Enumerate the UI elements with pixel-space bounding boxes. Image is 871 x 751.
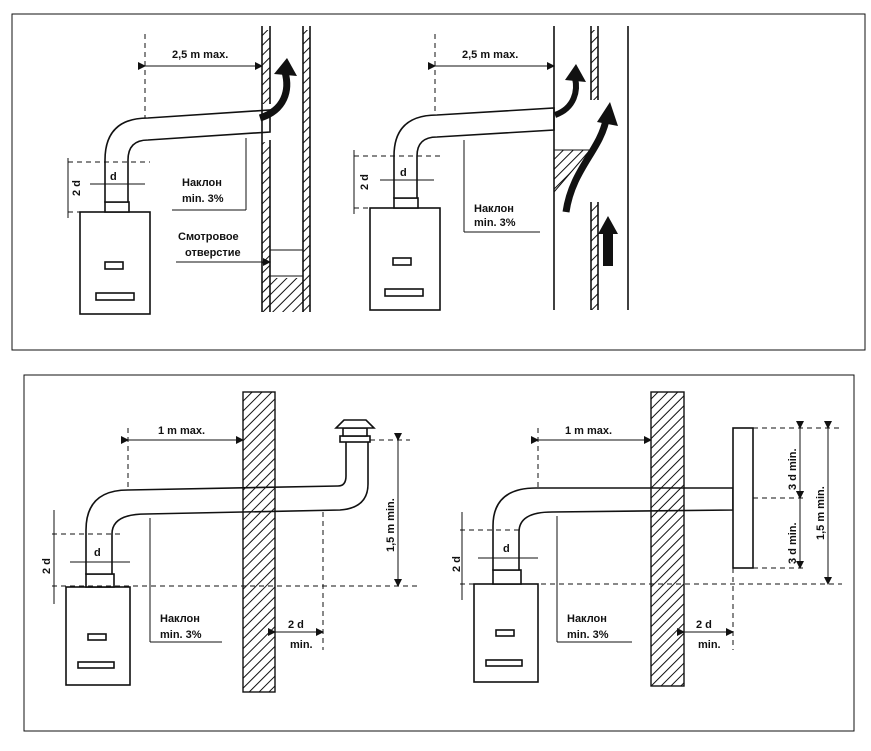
panel-3: 1 m max. 2 d d Наклон min. 3% 1,5 m min.… — [41, 391, 420, 693]
diameter-label: d — [503, 543, 510, 555]
dist-label: 1 m max. — [158, 425, 205, 437]
height-label: 2 d — [359, 174, 371, 190]
height-label: 2 d — [451, 556, 463, 572]
wall-gap-label: 2 d — [696, 619, 712, 631]
slope-label: Наклон — [474, 203, 514, 215]
panel-2: 2,5 m max. 2 d d Наклон min. 3% — [353, 26, 629, 311]
svg-text:min. 3%: min. 3% — [474, 217, 516, 229]
vertical-label: 1,5 m min. — [385, 498, 397, 552]
inspection-label: Смотровое — [178, 231, 239, 243]
diameter-label: d — [400, 167, 407, 179]
wall-gap-label: 2 d — [288, 619, 304, 631]
height-label: 2 d — [41, 558, 53, 574]
svg-text:min. 3%: min. 3% — [182, 193, 224, 205]
panel-4: 1 m max. 2 d d Наклон min. 3% 3 d min. 3… — [451, 391, 842, 687]
svg-text:min. 3%: min. 3% — [160, 629, 202, 641]
slope-label: Наклон — [160, 613, 200, 625]
svg-text:min.: min. — [698, 639, 721, 651]
slope-label: Наклон — [567, 613, 607, 625]
height-label: 2 d — [71, 180, 83, 196]
top-frame — [11, 13, 866, 351]
wall — [242, 391, 276, 693]
lower-clearance-label: 3 d min. — [787, 522, 799, 564]
dist-label: 2,5 m max. — [172, 49, 228, 61]
svg-text:min. 3%: min. 3% — [567, 629, 609, 641]
vertical-label: 1,5 m min. — [815, 486, 827, 540]
slope-label: Наклон — [182, 177, 222, 189]
upper-clearance-label: 3 d min. — [787, 448, 799, 490]
panel-1: 2,5 m max. 2 d d Наклон min. 3% Смотрово… — [67, 26, 311, 315]
dist-label: 1 m max. — [565, 425, 612, 437]
diameter-label: d — [110, 171, 117, 183]
dist-label: 2,5 m max. — [462, 49, 518, 61]
svg-text:отверстие: отверстие — [185, 247, 241, 259]
svg-text:min.: min. — [290, 639, 313, 651]
diameter-label: d — [94, 547, 101, 559]
flue-pipe — [104, 109, 271, 203]
bottom-frame — [23, 374, 855, 732]
flue-pipe — [393, 107, 555, 199]
terminal-plate — [732, 427, 754, 569]
wall — [650, 391, 685, 687]
